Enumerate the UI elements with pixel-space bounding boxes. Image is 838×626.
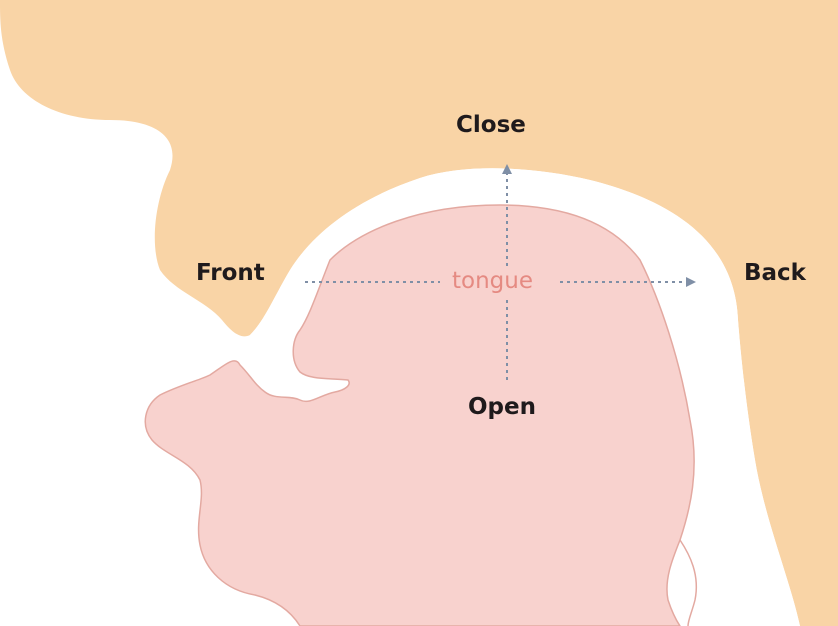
- label-center: tongue: [448, 270, 537, 293]
- label-close: Close: [456, 114, 526, 137]
- label-front: Front: [196, 262, 265, 285]
- label-open: Open: [468, 396, 536, 419]
- label-back: Back: [744, 262, 806, 285]
